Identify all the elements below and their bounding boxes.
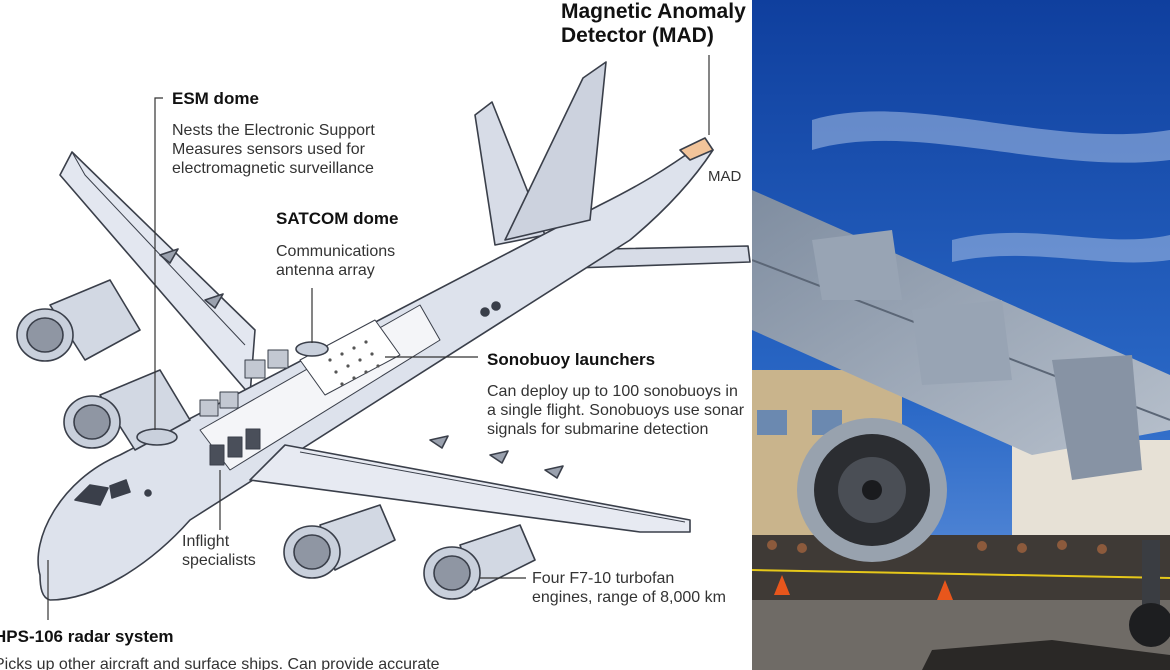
right-wing: [249, 444, 691, 533]
engine-front-2: [423, 524, 536, 600]
aircraft-illustration: [16, 55, 751, 620]
engines-description: Four F7-10 turbofan engines, range of 8,…: [532, 570, 726, 606]
satcom-title: SATCOM dome: [276, 209, 399, 228]
photo-illustration: [752, 0, 1170, 670]
sonobuoy-description: Can deploy up to 100 sonobuoys in a sing…: [487, 383, 745, 438]
inflight-specialists-label: Inflight specialists: [182, 533, 256, 569]
cockpit-windows: [74, 484, 109, 506]
radar-title: HPS-106 radar system: [0, 627, 174, 646]
sonobuoy-title: Sonobuoy launchers: [487, 350, 656, 369]
vertical-tail: [504, 61, 607, 241]
esm-dome: [136, 428, 178, 446]
engine-front-1: [283, 504, 396, 579]
radar-description: Picks up other aircraft and surface ship…: [0, 656, 440, 670]
sonobuoy-dots: [328, 340, 380, 386]
landing-gear: [1142, 540, 1160, 610]
photo-engine: [797, 418, 947, 562]
mad-boom: [679, 137, 714, 161]
aircraft-diagram: Magnetic Anomaly Detector (MAD) MAD ESM …: [0, 0, 752, 670]
crowd: [752, 535, 1170, 605]
cloud: [812, 111, 1170, 163]
esm-description: Nests the Electronic Support Measures se…: [172, 122, 375, 177]
aircraft-photo: [752, 0, 1170, 670]
engine-back-1: [16, 279, 141, 362]
leader-lines: [47, 55, 710, 620]
satcom-description: Communications antenna array: [276, 243, 396, 279]
mad-short-label: MAD: [708, 168, 742, 185]
mad-title: Magnetic Anomaly Detector (MAD): [561, 0, 746, 48]
sonobuoy-rack: [299, 319, 401, 396]
satcom-dome: [295, 341, 329, 357]
engine-back-2: [63, 369, 191, 451]
esm-title: ESM dome: [172, 89, 259, 108]
